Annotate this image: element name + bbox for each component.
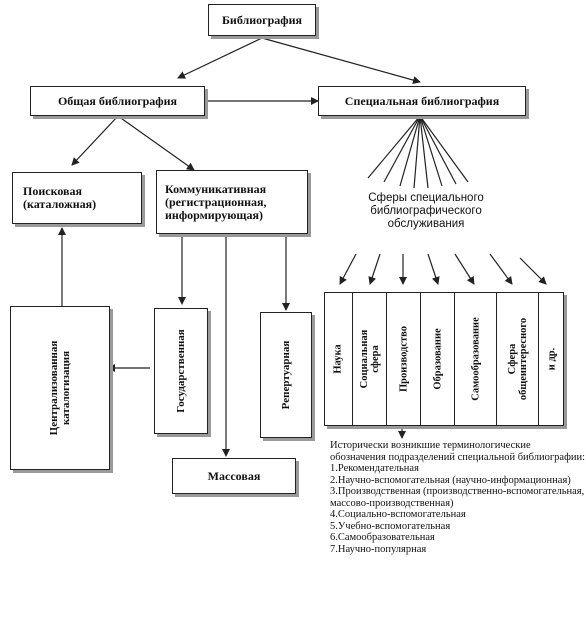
- sphere-science-label: Наука: [332, 344, 344, 374]
- spheres-title: Сферы специального библиографического об…: [356, 192, 496, 231]
- node-state: Государственная: [154, 308, 208, 434]
- sphere-cell-other: и др.: [538, 292, 564, 426]
- sphere-cell-production: Производство: [386, 292, 420, 426]
- notes-item-6: 6.Самообразовательная: [330, 532, 435, 543]
- node-mass-label: Массовая: [207, 468, 261, 483]
- notes-item-7: 7.Научно-популярная: [330, 543, 427, 555]
- notes-intro: Исторически возникшие терминологические …: [330, 440, 586, 463]
- node-search-label: Поисковая (каталожная): [23, 184, 97, 211]
- notes-block: Исторически возникшие терминологические …: [330, 440, 586, 555]
- sphere-education-label: Образование: [432, 328, 443, 390]
- node-general-label: Общая библиография: [57, 93, 178, 108]
- sphere-production-label: Производство: [398, 325, 409, 393]
- notes-item-5: 5.Учебно-вспомогательная: [330, 520, 451, 532]
- node-general-bibliography: Общая библиография: [30, 86, 205, 116]
- node-repertoire: Репертуарная: [260, 312, 312, 438]
- node-state-label: Государственная: [175, 329, 187, 413]
- node-bibliography-label: Библиография: [221, 12, 303, 27]
- sphere-social-label: Социальная сфера: [358, 329, 381, 389]
- node-repertoire-label: Репертуарная: [280, 340, 292, 410]
- node-centralized-label: Централизованная каталогизация: [48, 340, 72, 436]
- sphere-cell-general-interest: Сфера общеинтересного: [496, 292, 538, 426]
- spheres-table: [324, 292, 564, 426]
- node-communicative: Коммуникативная (регистрационная, информ…: [156, 170, 308, 234]
- sphere-general-interest-label: Сфера общеинтересного: [506, 317, 529, 401]
- node-search: Поисковая (каталожная): [12, 172, 142, 224]
- node-mass: Массовая: [172, 458, 296, 494]
- node-special-label: Специальная библиография: [344, 93, 500, 108]
- notes-item-3: 3.Производственная (производственно-вспо…: [330, 486, 585, 509]
- sphere-cell-social: Социальная сфера: [352, 292, 386, 426]
- sphere-cell-science: Наука: [324, 292, 352, 426]
- sphere-other-label: и др.: [546, 347, 557, 371]
- sphere-self-education-label: Самообразование: [470, 317, 481, 401]
- node-communicative-label: Коммуникативная (регистрационная, информ…: [165, 181, 267, 222]
- notes-item-2: 2.Научно-вспомогательная (научно-информа…: [330, 474, 571, 486]
- notes-item-1: 1.Рекомендательная: [330, 463, 419, 474]
- sphere-cell-education: Образование: [420, 292, 454, 426]
- notes-item-4: 4.Социально-вспомогательная: [330, 509, 466, 520]
- node-centralized-cataloging: Централизованная каталогизация: [10, 306, 110, 470]
- node-special-bibliography: Специальная библиография: [318, 86, 526, 116]
- spheres-title-text: Сферы специального библиографического об…: [368, 192, 484, 230]
- node-bibliography: Библиография: [208, 4, 316, 36]
- sphere-cell-self-education: Самообразование: [454, 292, 496, 426]
